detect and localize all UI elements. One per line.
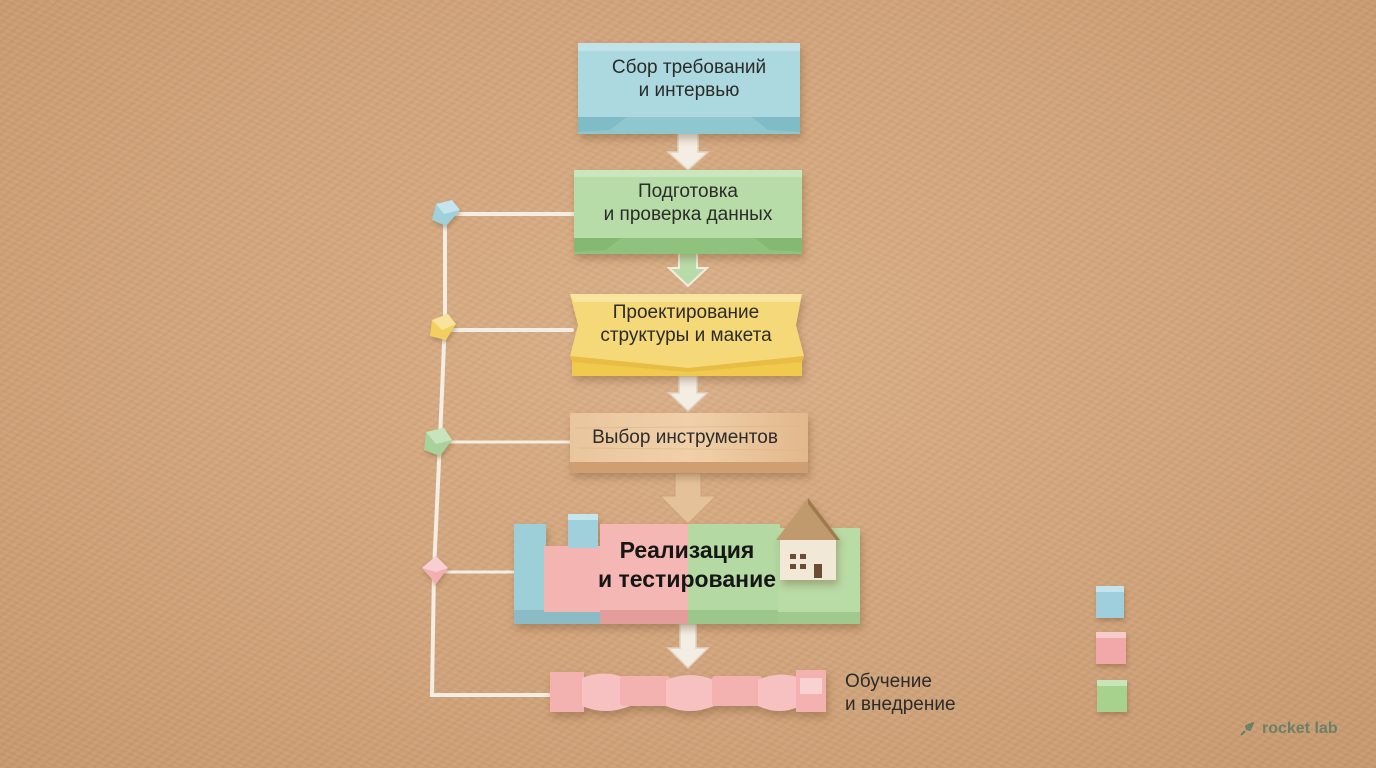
legend-cube-blue xyxy=(1096,586,1124,618)
step-label-3: Проектирование структуры и макета xyxy=(600,302,772,346)
step-card-2 xyxy=(574,170,802,254)
step-label-1: Сбор требований и интервью xyxy=(611,57,767,101)
house-icon xyxy=(776,498,840,580)
node-cube-yellow xyxy=(430,314,456,340)
step-chain-6 xyxy=(550,670,826,712)
step-card-4 xyxy=(570,413,808,473)
arrow-4 xyxy=(658,472,718,525)
legend-cube-pink xyxy=(1096,632,1126,664)
connector-lines xyxy=(429,212,577,697)
brand-logo: rocket lab xyxy=(1238,717,1358,741)
step-card-1 xyxy=(578,43,800,134)
step-label-5: Реализация и тестирование xyxy=(597,537,777,592)
node-cube-blue xyxy=(432,200,460,226)
node-cube-green xyxy=(424,428,452,456)
arrow-3 xyxy=(667,375,709,413)
step-label-2: Подготовка и проверка данных xyxy=(603,181,773,225)
step-card-3 xyxy=(570,294,804,376)
arrow-5 xyxy=(666,623,710,670)
brand-name: rocket lab xyxy=(1262,720,1338,737)
arrow-1 xyxy=(666,132,710,172)
step-label-6: Обучение и внедрение xyxy=(845,671,956,715)
step-label-4: Выбор инструментов xyxy=(592,427,778,448)
rocket-icon xyxy=(1240,722,1254,736)
node-cube-pink xyxy=(422,556,448,584)
legend-cube-green xyxy=(1097,680,1127,712)
arrow-2 xyxy=(666,252,710,288)
